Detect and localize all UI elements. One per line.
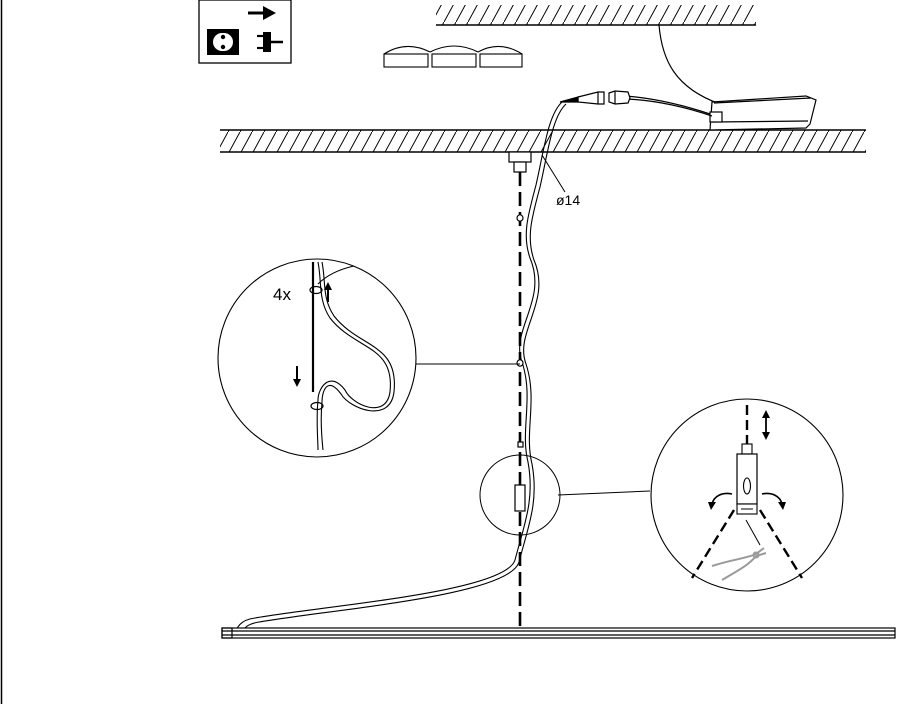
detail-gripper-release [650, 398, 844, 592]
zoom-leader [557, 490, 651, 496]
pliers-icon [711, 547, 767, 581]
driver-box-icon [709, 95, 817, 131]
upper-ceiling [436, 5, 756, 26]
ceiling-canopy [508, 151, 532, 173]
quantity-label: 4x [273, 285, 291, 304]
arrow-down-icon [293, 366, 301, 387]
ceiling-panels-symbol [383, 45, 523, 68]
diameter-leader [541, 154, 566, 193]
detail-cable-clips [217, 258, 520, 458]
driver-output-cable [625, 95, 711, 115]
arrow-up-icon [324, 282, 332, 302]
supply-cable [658, 24, 721, 105]
main-ceiling [220, 129, 866, 153]
double-arrow-icon [762, 410, 770, 440]
plug-connector-icon [559, 90, 631, 105]
diameter-label: ø14 [556, 192, 581, 208]
clip-ring-bottom [310, 401, 324, 411]
cable-clips [516, 214, 524, 448]
clip-ring-top [309, 285, 323, 295]
luminaire-profile [221, 627, 896, 639]
power-cable [235, 101, 563, 635]
wire-gripper [514, 484, 526, 512]
socket-plug-arrow-icon [198, 0, 292, 64]
rotate-left-arrow-icon [708, 492, 733, 510]
rotate-right-arrow-icon [761, 492, 786, 510]
